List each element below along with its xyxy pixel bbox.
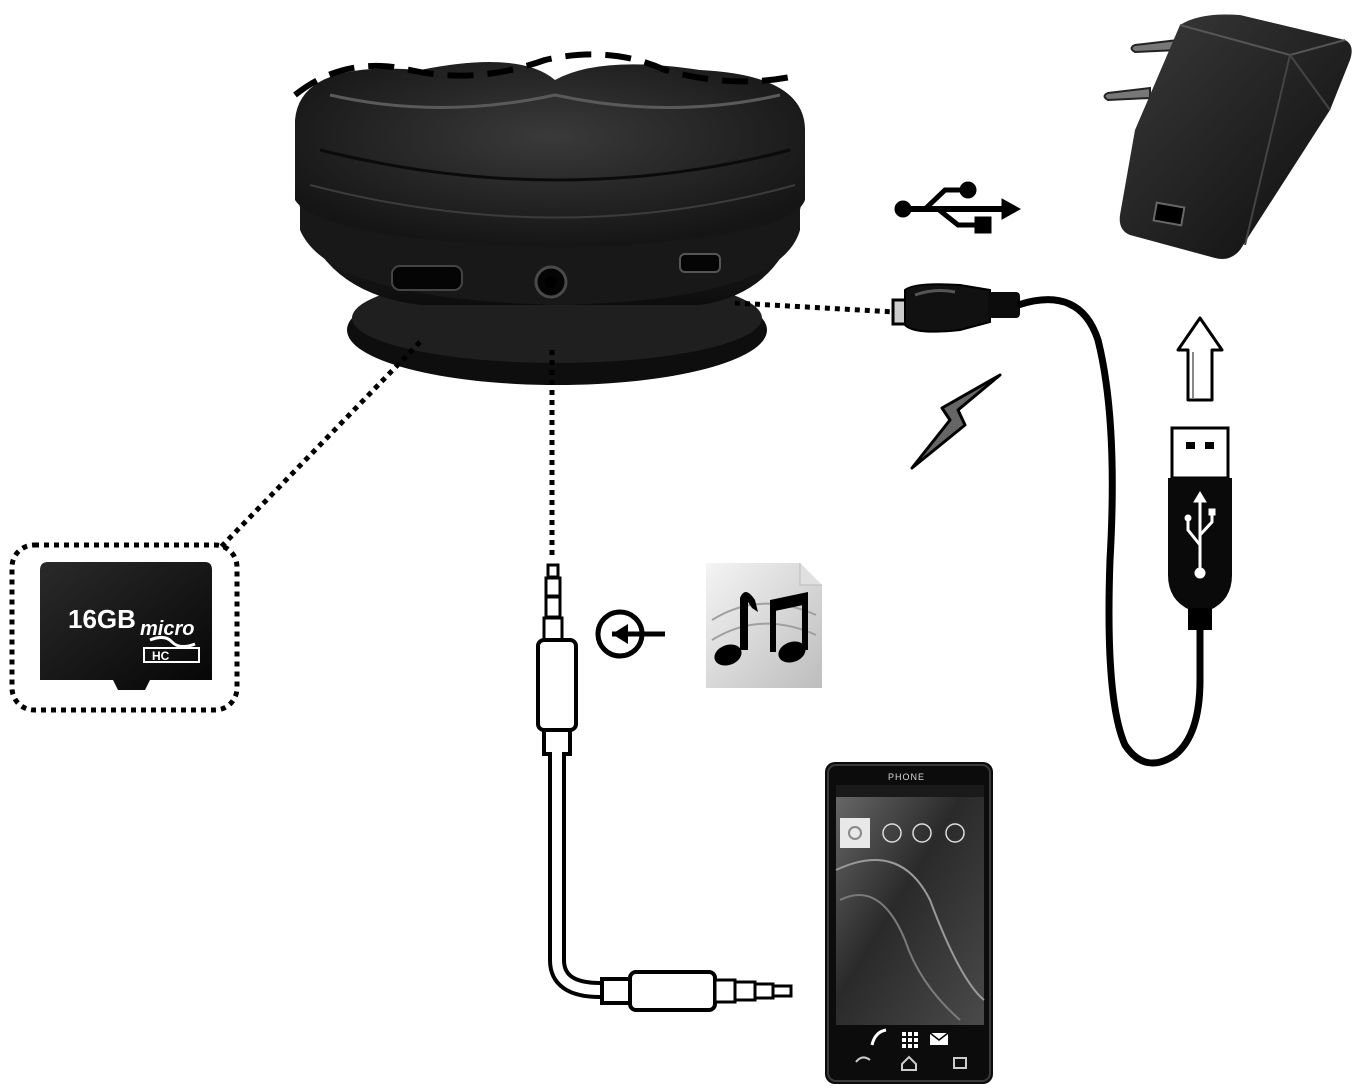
music-note-icon <box>706 563 822 688</box>
phone-recent-icon <box>953 1057 967 1069</box>
phone-next-icon <box>945 823 965 843</box>
usb-icon <box>894 181 1022 234</box>
sd-class-label: HC <box>152 649 170 663</box>
sd-capacity-label: 16GB <box>68 604 136 634</box>
micro-sd-card <box>40 562 212 690</box>
phone-mail-icon <box>929 1032 949 1045</box>
phone-brand-label: PHONE <box>888 772 925 782</box>
sd-dotted-frame <box>9 542 240 713</box>
phone-widget <box>840 818 870 848</box>
usb-connector-line <box>734 300 896 315</box>
sd-brand-label: micro <box>140 618 194 640</box>
wall-charger-adapter <box>1103 14 1352 259</box>
phone-play-icon <box>912 823 932 843</box>
sd-connector-line <box>218 340 422 550</box>
dotted-connectors <box>218 300 896 560</box>
smartphone: PHONE <box>825 762 993 1084</box>
sd-card-slot <box>391 265 463 291</box>
charger-prong-top <box>1130 38 1179 54</box>
micro-usb-port <box>679 253 721 273</box>
usb-cable <box>891 283 1232 767</box>
micro-sd-card-group: 16GB micro HC <box>9 542 240 713</box>
phone-apps-grid-icon <box>902 1032 918 1048</box>
charger-prong-bottom <box>1103 86 1151 102</box>
phone-home-icon <box>901 1055 917 1071</box>
arrow-up-icon <box>1176 316 1224 402</box>
headphone-earcup <box>293 51 805 385</box>
phone-back-icon <box>855 1056 871 1063</box>
sd-logo-swoosh-icon <box>149 635 196 649</box>
audio-input-icon <box>595 609 665 659</box>
usb-plug-logo-icon <box>1184 491 1216 579</box>
charger-usb-port <box>1152 201 1186 227</box>
phone-call-icon <box>870 1028 887 1046</box>
phone-prev-icon <box>882 823 902 843</box>
lightning-bolt-icon <box>910 373 1002 470</box>
audio-cable <box>536 563 793 1012</box>
